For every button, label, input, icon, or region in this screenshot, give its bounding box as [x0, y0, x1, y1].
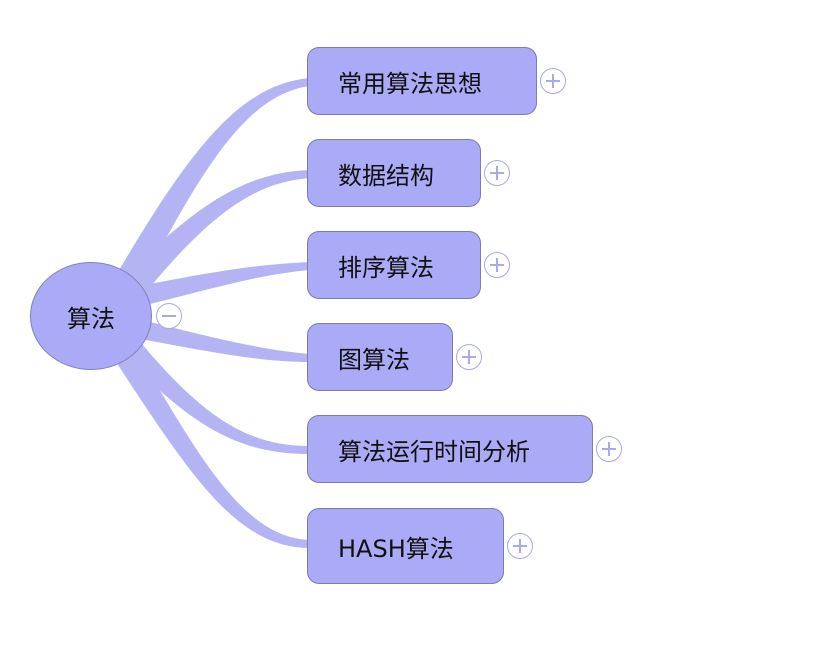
connector-branch-2 — [124, 170, 310, 292]
branch-node-runtime-analysis[interactable]: 算法运行时间分析 — [307, 415, 593, 483]
root-topic-label: 算法 — [67, 304, 115, 333]
branch-node-common-algorithm-ideas[interactable]: 常用算法思想 — [307, 47, 537, 115]
branch-label: 图算法 — [338, 345, 410, 374]
connector-branch-6 — [116, 350, 310, 548]
connector-branch-4 — [146, 322, 310, 362]
root-topic-node[interactable]: 算法 — [30, 262, 152, 370]
expand-plus-icon[interactable] — [456, 344, 482, 370]
expand-plus-icon[interactable] — [540, 68, 566, 94]
branch-node-sorting-algorithms[interactable]: 排序算法 — [307, 231, 481, 299]
branch-label: 常用算法思想 — [338, 69, 482, 98]
branch-label: HASH算法 — [338, 534, 454, 563]
branch-label: 数据结构 — [338, 161, 434, 190]
collapse-minus-icon[interactable] — [156, 303, 182, 329]
expand-plus-icon[interactable] — [484, 160, 510, 186]
connector-branch-1 — [118, 78, 310, 284]
branch-node-data-structures[interactable]: 数据结构 — [307, 139, 481, 207]
branch-label: 算法运行时间分析 — [338, 437, 530, 466]
connector-branch-3 — [140, 262, 310, 304]
expand-plus-icon[interactable] — [507, 533, 533, 559]
branch-node-graph-algorithms[interactable]: 图算法 — [307, 323, 453, 391]
connector-branch-5 — [124, 344, 310, 454]
expand-plus-icon[interactable] — [484, 252, 510, 278]
branch-node-hash-algorithms[interactable]: HASH算法 — [307, 508, 504, 584]
branch-label: 排序算法 — [338, 253, 434, 282]
expand-plus-icon[interactable] — [596, 436, 622, 462]
